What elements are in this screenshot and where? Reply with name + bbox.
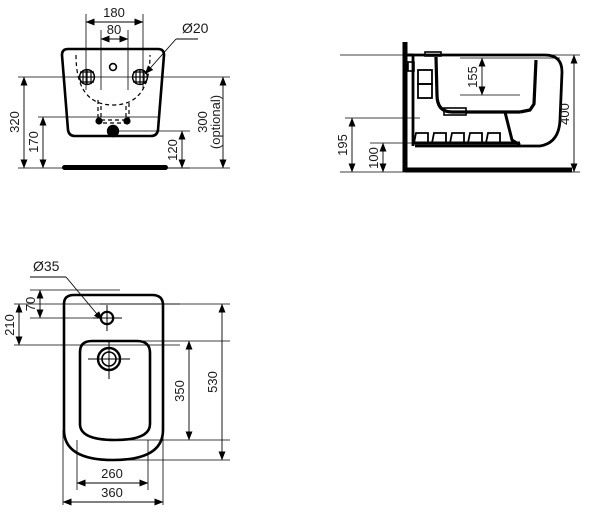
front-elevation-view: 180 80 Ø20 bbox=[7, 5, 230, 170]
dia35-label: Ø35 bbox=[33, 258, 60, 274]
plan-view: Ø35 70 210 bbox=[2, 258, 230, 506]
dim-120: 120 bbox=[165, 130, 186, 169]
dim-180-label: 180 bbox=[103, 5, 125, 20]
dim-70-label: 70 bbox=[23, 297, 38, 311]
front-floor-bar bbox=[62, 165, 168, 170]
side-base-ribs bbox=[413, 132, 501, 144]
side-taphole-detail bbox=[417, 69, 433, 99]
side-bowl-profile bbox=[434, 56, 538, 114]
side-skirt-outline bbox=[412, 111, 521, 147]
plan-inner-bowl-outline bbox=[78, 339, 152, 442]
dim-360-label: 360 bbox=[101, 485, 123, 500]
dim-210-label: 210 bbox=[2, 314, 17, 336]
dim-120-label: 120 bbox=[165, 139, 180, 161]
front-outlet-dot-right bbox=[123, 117, 131, 125]
front-hidden-bowl bbox=[75, 54, 151, 124]
leader-dia35: Ø35 bbox=[30, 258, 103, 321]
side-body-outline bbox=[405, 53, 564, 148]
dim-530: 530 bbox=[205, 303, 226, 461]
dim-260: 260 bbox=[76, 466, 149, 487]
dim-320: 320 bbox=[7, 76, 28, 169]
dim-195: 195 bbox=[335, 117, 356, 173]
front-mounting-hole-left bbox=[78, 68, 96, 86]
dim-360: 360 bbox=[62, 485, 164, 506]
side-wall-bracket bbox=[407, 61, 415, 72]
side-wall-and-floor bbox=[402, 42, 572, 173]
dim-155-label: 155 bbox=[465, 66, 480, 88]
dim-180: 180 bbox=[85, 5, 144, 26]
dim-155: 155 bbox=[465, 57, 486, 96]
dim-70: 70 bbox=[23, 289, 44, 319]
dim-100: 100 bbox=[366, 142, 387, 173]
plan-tap-hole bbox=[93, 305, 122, 331]
side-rim-detail bbox=[424, 51, 467, 116]
dim-400-label: 400 bbox=[557, 103, 572, 125]
dim-195-label: 195 bbox=[335, 134, 350, 156]
dim-210: 210 bbox=[2, 303, 23, 346]
dim-80: 80 bbox=[100, 22, 129, 43]
dim-320-label: 320 bbox=[7, 111, 22, 133]
dim-260-label: 260 bbox=[101, 466, 123, 481]
front-body-outline bbox=[60, 47, 166, 138]
dim-300-label: 300 bbox=[195, 111, 210, 133]
dia20-label: Ø20 bbox=[182, 20, 209, 36]
front-mounting-hole-right bbox=[131, 68, 149, 86]
dim-100-label: 100 bbox=[366, 147, 381, 169]
dim-400: 400 bbox=[557, 54, 578, 173]
front-waste-outlet bbox=[106, 124, 120, 138]
side-elevation-view: 155 400 195 100 bbox=[335, 42, 580, 173]
dim-350: 350 bbox=[172, 340, 193, 441]
front-extension-lines bbox=[18, 14, 230, 169]
dim-300-optional-note: (optional) bbox=[208, 95, 223, 149]
dim-80-label: 80 bbox=[107, 22, 121, 37]
dim-170: 170 bbox=[26, 116, 47, 169]
plan-outer-outline bbox=[62, 293, 165, 462]
dim-530-label: 530 bbox=[205, 371, 220, 393]
leader-dia20: Ø20 bbox=[144, 20, 209, 75]
front-vent-hole bbox=[108, 62, 118, 72]
plan-waste-outlet bbox=[88, 340, 130, 379]
dim-300-optional: 300 (optional) bbox=[195, 76, 227, 169]
front-outlet-dot-left bbox=[95, 117, 103, 125]
dim-170-label: 170 bbox=[26, 131, 41, 153]
dim-350-label: 350 bbox=[172, 380, 187, 402]
